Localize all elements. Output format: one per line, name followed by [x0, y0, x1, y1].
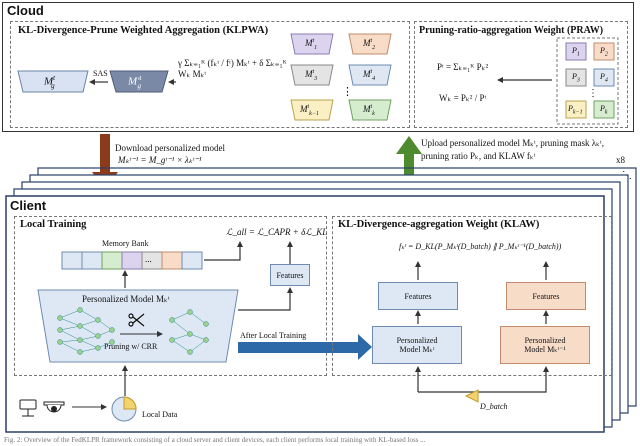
cloud-title: Cloud: [7, 3, 44, 18]
ratios-dots: ⋮: [588, 88, 598, 99]
klpwa-title: KL-Divergence-Prune Weighted Aggregation…: [18, 25, 269, 36]
model-label-k-1: Mtk−1: [300, 104, 319, 117]
memory-bank-label: Memory Bank: [102, 239, 149, 248]
model-label-2: Mt2: [363, 38, 376, 51]
ratio-label-1: P1: [572, 46, 580, 58]
global-model-label: Mtg: [44, 74, 56, 90]
multiplier-label: x8: [616, 155, 625, 165]
upload-line-2: pruning ratio Pₖ, and KLAW fₖᵗ: [421, 151, 536, 161]
model-label-1: Mt1: [305, 38, 318, 51]
intermediate-model-label: M'tg: [128, 74, 142, 90]
download-formula: Mₖᵗ⁻¹ = M_gᵗ⁻¹ × λₖᵗ⁻¹: [118, 155, 202, 165]
klaw-formula: fₖᵗ = D_KL(P_Mₖᵗ(D_batch) ∥ P_Mₖᵗ⁻¹(D_ba…: [399, 242, 562, 251]
praw-panel: [414, 21, 628, 128]
sas-label: SAS: [93, 69, 108, 78]
download-label: Download personalized model: [115, 143, 225, 153]
models-dots: ⋮: [342, 86, 353, 98]
ratio-label-k: Pk: [600, 104, 608, 116]
batch-label: D_batch: [480, 402, 508, 411]
ratio-label-2: P2: [600, 46, 608, 58]
loss-formula: ℒ_all = ℒ_CAPR + δℒ_KL: [226, 227, 328, 237]
client-title: Client: [10, 198, 47, 213]
batch-data-icon: [464, 389, 479, 403]
praw-formula-p: Pᵗ = Σₖ₌₁ᴷ Pₖ²: [437, 62, 489, 72]
pruning-label: Pruning w/ CRR: [104, 342, 158, 351]
local-training-title: Local Training: [20, 219, 87, 230]
stack-dots: ⋱: [622, 170, 632, 181]
klaw-title: KL-Divergence-aggregation Weight (KLAW): [338, 219, 540, 230]
klaw-panel: [332, 216, 612, 376]
ratio-label-k-1: Pk−1: [568, 104, 583, 116]
figure-caption: Fig. 2: Overview of the FedKLPR framewor…: [4, 436, 426, 444]
dome-camera-icon: [43, 401, 65, 413]
klaw-model-right: Personalized Model Mₖᵗ⁻¹: [500, 326, 590, 364]
memory-bank-dots: ...: [145, 254, 152, 264]
ratio-label-4: P4: [600, 72, 608, 84]
model-label-k: Mtk: [363, 104, 375, 117]
ratio-label-3: P3: [572, 72, 580, 84]
model-label-4: Mt4: [363, 69, 376, 82]
praw-title: Pruning-ratio-aggregation Weight (PRAW): [419, 25, 604, 36]
intermediate-model-shape: [109, 70, 169, 93]
upload-line-1: Upload personalized model Mₖᵗ, pruning m…: [421, 138, 604, 148]
security-camera-icon: [19, 399, 37, 417]
klaw-features-right: Features: [506, 282, 586, 310]
scissors-icon: [128, 313, 145, 327]
model-label-3: Mt3: [305, 69, 318, 82]
personalized-model-label: Personalized Model Mₖᵗ: [82, 294, 170, 304]
local-features-box: Features: [270, 264, 310, 286]
klaw-features-left: Features: [378, 282, 458, 310]
klpwa-panel: [10, 21, 410, 128]
local-training-panel: [14, 216, 327, 376]
after-training-label: After Local Training: [240, 331, 307, 340]
local-data-label: Local Data: [142, 410, 178, 419]
klpwa-formula: γ Σₖ₌₁ᴷ (fₖᵗ / fᵗ) Mₖᵗ + δ Σₖ₌₁ᴷ Wₖ Mₖᵗ: [178, 58, 287, 79]
global-model-shape: [17, 70, 89, 93]
praw-formula-w: Wₖ = Pₖ² / Pᵗ: [439, 93, 487, 103]
cloud-panel: [2, 2, 634, 132]
local-data-icon: [111, 396, 137, 422]
klaw-model-left: Personalized Model Mₖᵗ: [372, 326, 462, 364]
